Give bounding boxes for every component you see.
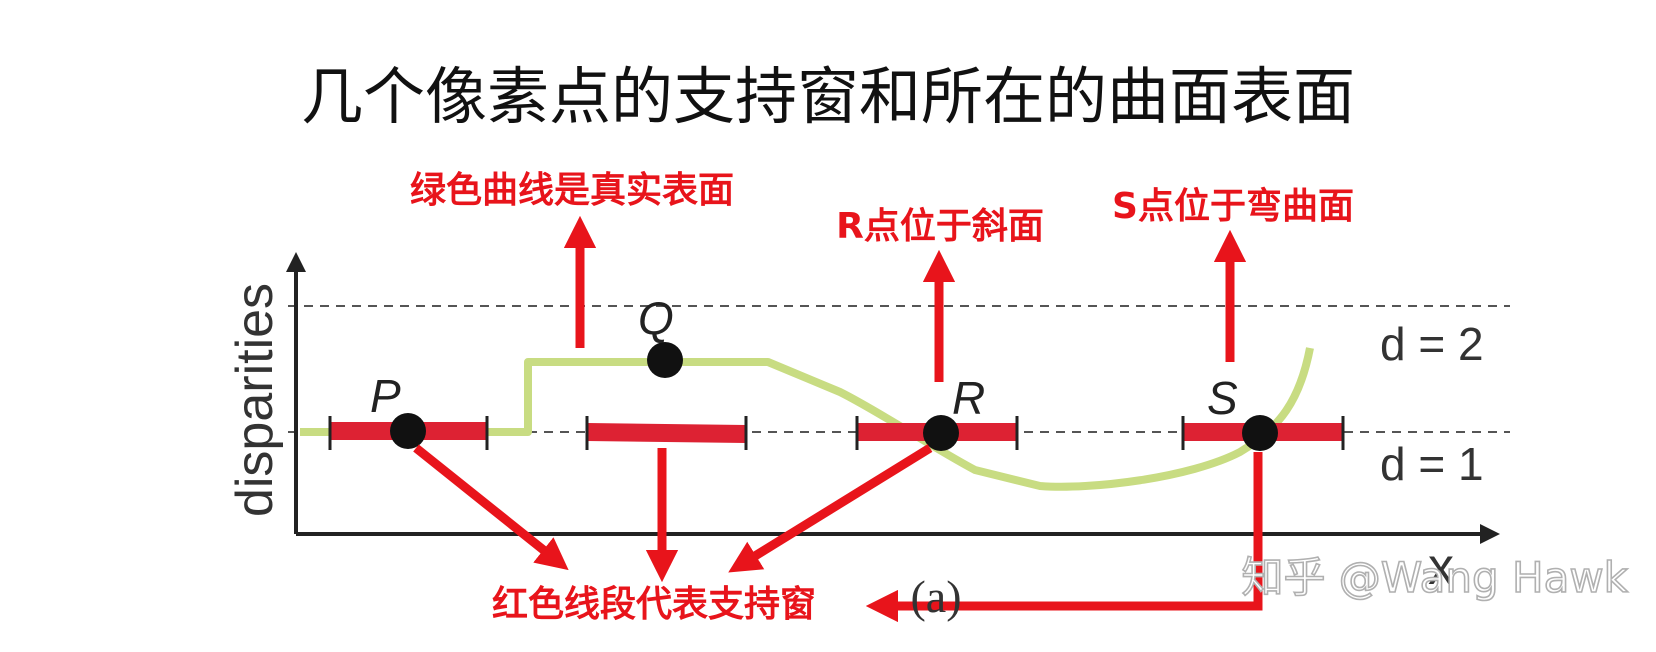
arrow-window-r	[728, 444, 933, 573]
level-label-d1: d = 1	[1380, 438, 1484, 490]
annotation-green-curve: 绿色曲线是真实表面	[410, 170, 734, 211]
point-r	[923, 415, 959, 451]
point-s	[1242, 415, 1278, 451]
arrow-window-s	[865, 452, 1263, 623]
point-q	[647, 342, 683, 378]
watermark: 知乎 @Wang Hawk	[1241, 553, 1628, 602]
point-label-p: P	[370, 370, 401, 422]
support-window-q	[585, 416, 748, 450]
annotation-r-point: R点位于斜面	[836, 206, 1044, 247]
arrow-window-p	[413, 444, 569, 571]
x-axis-label: x	[1428, 538, 1454, 596]
point-p	[390, 413, 426, 449]
figure-caption: (a)	[910, 571, 961, 622]
point-label-r: R	[952, 372, 985, 424]
annotation-red-segments: 红色线段代表支持窗	[492, 584, 816, 625]
page-title: 几个像素点的支持窗和所在的曲面表面	[301, 60, 1355, 133]
point-label-q: Q	[638, 292, 674, 344]
level-label-d2: d = 2	[1380, 318, 1484, 370]
annotation-s-point: S点位于弯曲面	[1112, 185, 1354, 227]
y-axis-label: disparities	[226, 283, 284, 517]
point-label-s: S	[1207, 372, 1238, 424]
true-surface-curve	[300, 347, 1314, 491]
